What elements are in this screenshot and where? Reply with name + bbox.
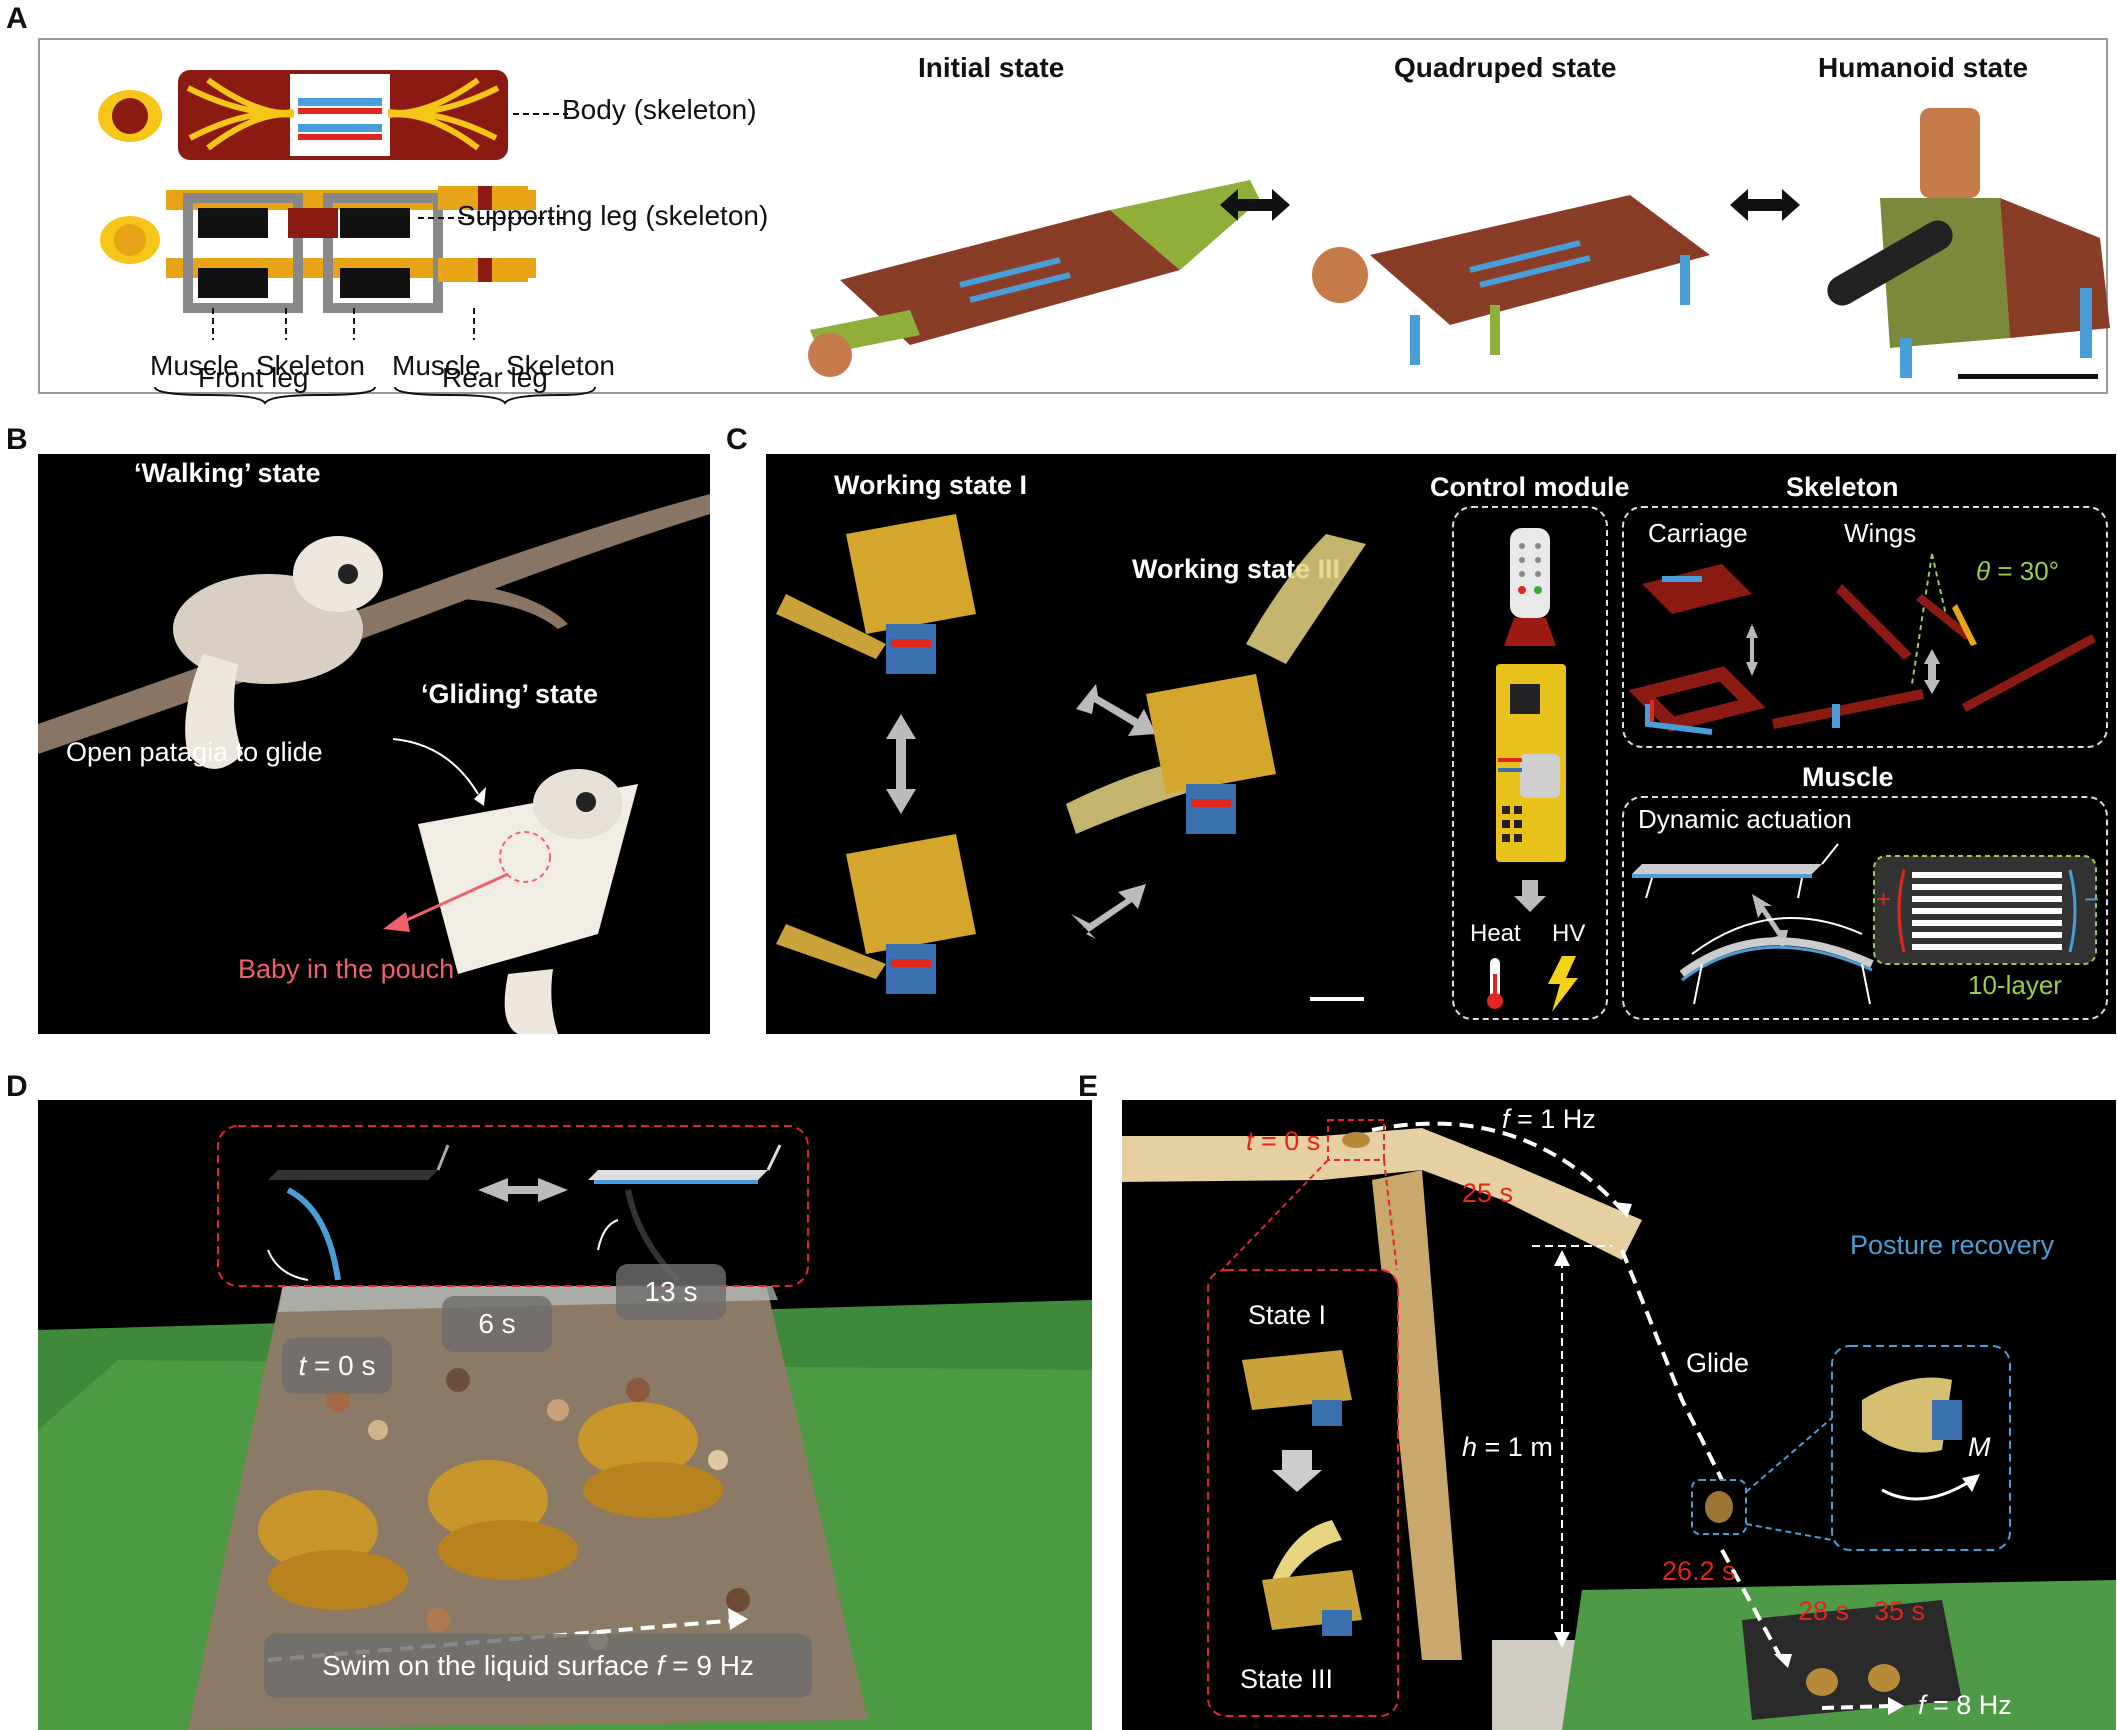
panel-c-robot-modules: Working state I Working state III Contro…	[766, 454, 2116, 1034]
supporting-leg-callout: Supporting leg (skeleton)	[457, 200, 769, 231]
tree-branch	[38, 494, 710, 1034]
label-heat: Heat	[1470, 920, 1521, 947]
f-value-d: = 9 Hz	[664, 1650, 754, 1681]
label-dynamic-actuation: Dynamic actuation	[1638, 804, 1852, 834]
label-posture-recovery: Posture recovery	[1850, 1230, 2055, 1260]
title-control-module: Control module	[1430, 472, 1630, 502]
h-symbol: h	[1462, 1432, 1478, 1462]
title-initial-state: Initial state	[918, 52, 1065, 83]
t0-value-d: = 0 s	[306, 1350, 376, 1381]
panel-a-frame: Body (skeleton) Supporting leg (skeleton…	[38, 38, 2110, 405]
label-glide: Glide	[1686, 1348, 1750, 1378]
t-symbol-e: t	[1246, 1126, 1254, 1156]
title-humanoid-state: Humanoid state	[1818, 52, 2029, 83]
title-skeleton: Skeleton	[1786, 472, 1899, 502]
label-open-patagia: Open patagia to glide	[66, 737, 323, 767]
label-theta: θ = 30°	[1976, 556, 2059, 587]
double-arrow-1	[1220, 189, 1290, 221]
label-baby-pouch: Baby in the pouch	[238, 954, 455, 984]
swim-caption: Swim on the liquid surface f = 9 Hz	[264, 1634, 812, 1698]
label-skeleton-rear: Skeleton	[506, 350, 615, 381]
time-label-0s: t = 0 s	[282, 1338, 392, 1394]
robot-humanoid-state-photo	[1827, 108, 2110, 378]
scale-bar-c	[1310, 997, 1364, 1001]
f-symbol-e2: f	[1918, 1690, 1926, 1720]
label-f8-e: f = 8 Hz	[1918, 1690, 2012, 1721]
label-f1-e: f = 1 Hz	[1502, 1104, 1596, 1135]
f-symbol-e1: f	[1502, 1104, 1510, 1134]
label-walking-state: ‘Walking’ state	[134, 458, 321, 488]
panel-label-e: E	[1078, 1070, 1099, 1103]
label-front-leg: Front leg	[198, 362, 309, 393]
gliding-scene	[1122, 1119, 2116, 1730]
panel-d-swimming-photo: t = 0 s 6 s 13 s Swim on the liquid surf…	[38, 1100, 1092, 1730]
label-t262: 26.2 s	[1662, 1556, 1736, 1586]
muscle-actuation-diagram	[1632, 843, 2097, 1005]
label-skeleton-front: Skeleton	[256, 350, 365, 381]
label-plus: +	[1876, 884, 1892, 914]
t-symbol-d: t	[298, 1350, 307, 1381]
t0-value-e: = 0 s	[1253, 1126, 1321, 1156]
label-state-3: State III	[1240, 1664, 1334, 1694]
skeleton-box	[1622, 506, 2108, 748]
m-symbol: M	[1968, 1432, 1991, 1462]
f-symbol-d: f	[656, 1650, 665, 1681]
label-rear-leg: Rear leg	[442, 362, 548, 393]
control-module-box	[1452, 506, 1608, 1020]
label-h-1m: h = 1 m	[1462, 1432, 1553, 1463]
f1-value: = 1 Hz	[1509, 1104, 1596, 1134]
label-t0-e: t = 0 s	[1246, 1126, 1320, 1157]
robot-initial-state-photo	[808, 180, 1260, 377]
f8-value: = 8 Hz	[1925, 1690, 2012, 1720]
label-carriage: Carriage	[1648, 518, 1748, 548]
panel-label-b: B	[6, 423, 28, 456]
panel-b-glider-illustration: ‘Walking’ state ‘Gliding’ state Open pat…	[38, 454, 710, 1034]
robot-quadruped-state-photo	[1312, 195, 1710, 365]
exploded-skeleton-diagram	[98, 70, 568, 340]
label-wings: Wings	[1844, 518, 1917, 548]
label-t25: 25 s	[1462, 1178, 1514, 1208]
label-muscle-front: Muscle	[150, 350, 239, 381]
double-arrow-2	[1730, 189, 1800, 221]
label-muscle-rear: Muscle	[392, 350, 481, 381]
muscle-box	[1622, 796, 2108, 1020]
title-muscle: Muscle	[1802, 762, 1894, 792]
title-quadruped-state: Quadruped state	[1394, 52, 1617, 83]
label-minus: −	[2084, 884, 2100, 914]
label-t28: 28 s	[1798, 1596, 1850, 1626]
panel-label-a: A	[6, 2, 28, 35]
theta-symbol: θ	[1976, 556, 1991, 586]
label-moment-m: M	[1968, 1432, 1991, 1463]
swim-text: Swim on the liquid surface	[322, 1650, 657, 1681]
leg-brackets	[154, 386, 596, 405]
control-module-components	[1487, 528, 1578, 1012]
theta-value: = 30°	[1990, 556, 2060, 586]
title-working-state-1: Working state I	[834, 470, 1028, 500]
panel-e-gliding-photo: t = 0 s f = 1 Hz 25 s State I State III …	[1122, 1100, 2116, 1730]
scale-bar-a	[1958, 374, 2098, 379]
label-ten-layer: 10-layer	[1968, 970, 2062, 1000]
time-label-6s: 6 s	[442, 1296, 552, 1352]
label-gliding-state: ‘Gliding’ state	[421, 679, 599, 709]
label-state-1: State I	[1248, 1300, 1327, 1330]
panel-label-c: C	[726, 423, 748, 456]
time-label-13s: 13 s	[616, 1264, 726, 1320]
h-value: = 1 m	[1477, 1432, 1553, 1462]
panel-label-d: D	[6, 1070, 28, 1103]
working-states-photos	[776, 514, 1366, 994]
label-t35: 35 s	[1874, 1596, 1926, 1626]
body-skeleton-callout: Body (skeleton)	[562, 94, 757, 125]
skeleton-carriage-wings	[1628, 554, 2096, 735]
label-hv: HV	[1552, 920, 1586, 947]
